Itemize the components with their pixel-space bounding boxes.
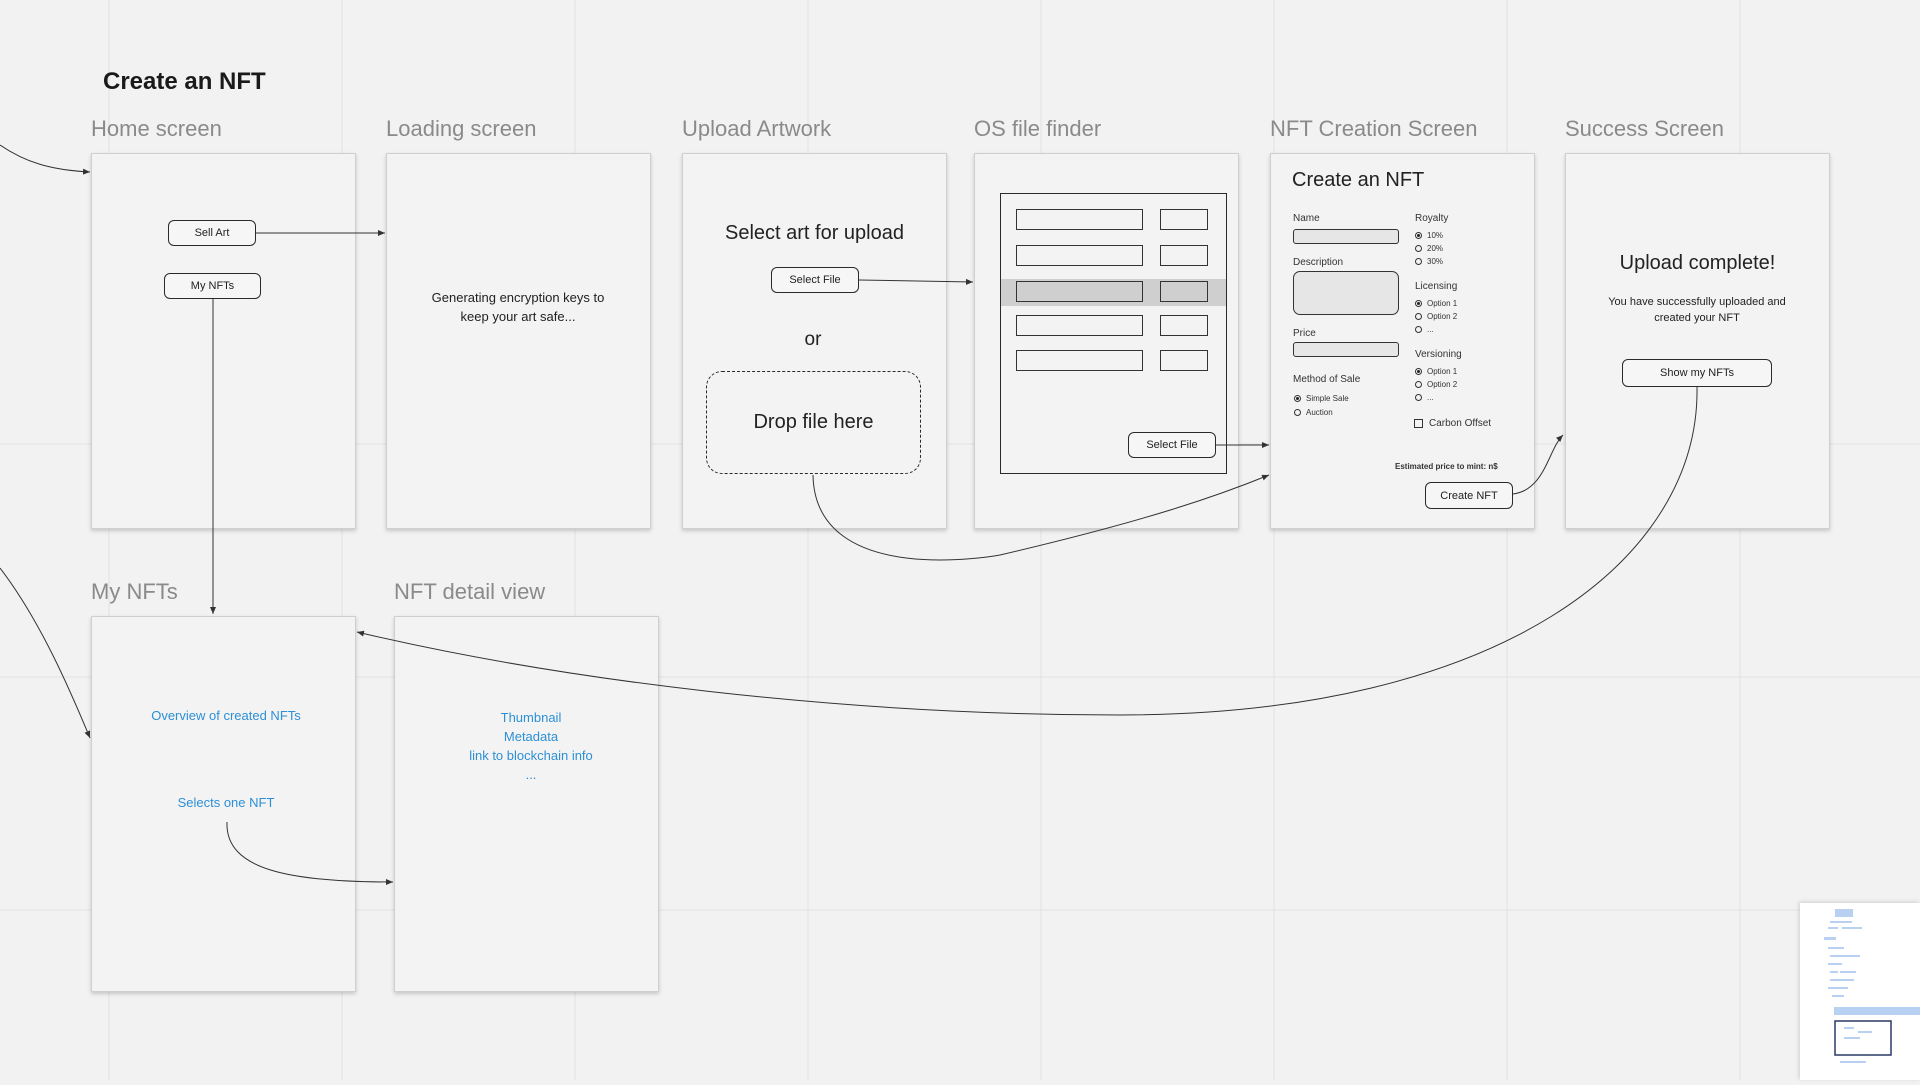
file-meta-cell[interactable] — [1160, 315, 1208, 336]
file-meta-cell[interactable] — [1160, 209, 1208, 230]
licensing-option-2[interactable]: Option 2 — [1415, 312, 1457, 321]
file-meta-cell[interactable] — [1160, 350, 1208, 371]
frame-nft-detail-view[interactable] — [394, 616, 659, 992]
method-option-simple-sale[interactable]: Simple Sale — [1294, 394, 1349, 403]
frame-home-screen[interactable] — [91, 153, 356, 529]
detail-line-more: ... — [525, 767, 537, 782]
sell-art-button[interactable]: Sell Art — [168, 220, 256, 246]
arrow-entry-mynfts — [0, 567, 91, 739]
frame-label-finder: OS file finder — [974, 116, 1102, 141]
creation-heading: Create an NFT — [1292, 169, 1425, 191]
overview-annotation: Overview of created NFTs — [151, 708, 301, 723]
arrow-select-to-finder — [858, 278, 974, 285]
file-name-cell[interactable] — [1016, 245, 1143, 266]
upload-heading: Select art for upload — [725, 222, 904, 244]
frame-label-upload: Upload Artwork — [682, 116, 832, 141]
file-meta-cell[interactable] — [1160, 281, 1208, 302]
name-field[interactable] — [1293, 229, 1399, 244]
file-finder-window — [1000, 193, 1227, 474]
detail-line-thumbnail: Thumbnail — [500, 710, 562, 725]
loading-message: Generating encryption keys to keep your … — [431, 290, 605, 324]
board-minimap[interactable] — [1800, 903, 1920, 1080]
upload-select-file-button[interactable]: Select File — [771, 267, 859, 293]
file-name-cell[interactable] — [1016, 281, 1143, 302]
royalty-option-10[interactable]: 10% — [1415, 231, 1443, 240]
selects-one-annotation: Selects one NFT — [177, 795, 275, 810]
versioning-option-2[interactable]: Option 2 — [1415, 380, 1457, 389]
arrow-select-to-detail — [226, 821, 394, 885]
frame-label-home: Home screen — [91, 116, 222, 141]
board-title: Create an NFT — [103, 68, 266, 95]
royalty-option-30[interactable]: 30% — [1415, 257, 1443, 266]
file-meta-cell[interactable] — [1160, 245, 1208, 266]
versioning-label: Versioning — [1415, 349, 1462, 360]
finder-select-file-button[interactable]: Select File — [1128, 432, 1216, 458]
royalty-option-20[interactable]: 20% — [1415, 244, 1443, 253]
file-name-cell[interactable] — [1016, 315, 1143, 336]
description-label: Description — [1293, 257, 1344, 268]
detail-line-metadata: Metadata — [503, 729, 559, 744]
frame-nft-creation-screen[interactable] — [1270, 153, 1535, 529]
frame-success-screen[interactable] — [1565, 153, 1830, 529]
licensing-option-1[interactable]: Option 1 — [1415, 299, 1457, 308]
arrow-entry-home — [0, 144, 91, 175]
frame-my-nfts[interactable] — [91, 616, 356, 992]
versioning-option-more[interactable]: ... — [1415, 393, 1434, 402]
name-label: Name — [1293, 213, 1320, 224]
frame-label-loading: Loading screen — [386, 116, 537, 141]
success-heading: Upload complete! — [1619, 252, 1776, 274]
frame-label-detail: NFT detail view — [394, 579, 546, 604]
create-nft-button[interactable]: Create NFT — [1425, 482, 1513, 509]
upload-or-text: or — [804, 329, 822, 350]
method-option-auction[interactable]: Auction — [1294, 408, 1333, 417]
detail-line-blockchain: link to blockchain info — [469, 748, 593, 763]
arrow-show-to-mynfts — [356, 386, 1698, 716]
frame-label-creation: NFT Creation Screen — [1270, 116, 1478, 141]
licensing-label: Licensing — [1415, 281, 1458, 292]
description-field[interactable] — [1293, 271, 1399, 315]
file-name-cell[interactable] — [1016, 350, 1143, 371]
my-nfts-button[interactable]: My NFTs — [164, 273, 261, 299]
success-message: You have successfully uploaded and creat… — [1608, 296, 1786, 324]
frame-loading-screen[interactable] — [386, 153, 651, 529]
method-label: Method of Sale — [1293, 374, 1361, 385]
frame-label-mynfts: My NFTs — [91, 579, 178, 604]
drop-zone[interactable]: Drop file here — [706, 371, 921, 474]
estimated-price-text: Estimated price to mint: n$ — [1395, 462, 1498, 471]
minimap-preview — [1824, 909, 1920, 1063]
licensing-option-more[interactable]: ... — [1415, 325, 1434, 334]
versioning-option-1[interactable]: Option 1 — [1415, 367, 1457, 376]
frame-label-success: Success Screen — [1565, 116, 1724, 141]
price-field[interactable] — [1293, 342, 1399, 357]
arrow-drop-to-creation — [812, 474, 1270, 561]
frame-upload-artwork[interactable] — [682, 153, 947, 529]
file-name-cell[interactable] — [1016, 209, 1143, 230]
carbon-offset-checkbox[interactable]: Carbon Offset — [1414, 418, 1491, 429]
show-my-nfts-button[interactable]: Show my NFTs — [1622, 359, 1772, 387]
detail-annotation: Thumbnail Metadata link to blockchain in… — [394, 708, 668, 784]
price-label: Price — [1293, 328, 1316, 339]
royalty-label: Royalty — [1415, 213, 1449, 224]
arrow-create-to-success — [1512, 434, 1564, 495]
